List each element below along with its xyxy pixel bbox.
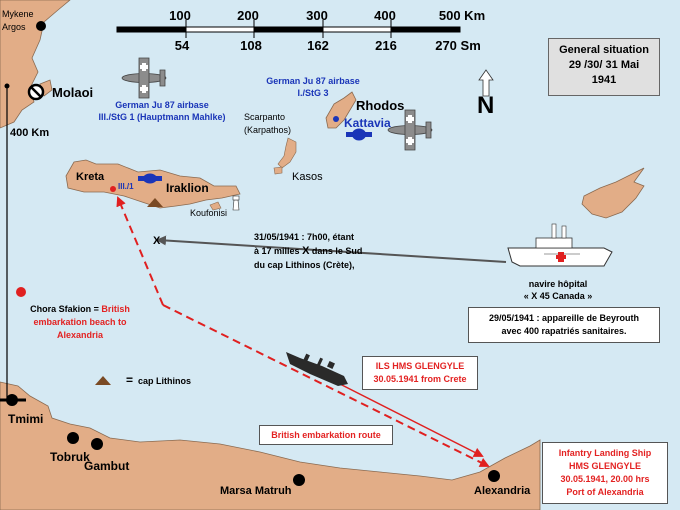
mykene-dot: [36, 21, 46, 31]
chora-line1: Chora Sfakion = British: [30, 304, 130, 314]
scale-km-5: 500 Km: [439, 8, 485, 23]
scale-sm-2: 108: [240, 38, 262, 53]
lighthouse-icon: [232, 195, 240, 211]
note-3105-line1: 31/05/1941 : 7h00, étant: [254, 232, 354, 242]
kattavia-dot: [333, 116, 339, 122]
ils-label-box: ILS HMS GLENGYLE 30.05.1941 from Crete: [362, 356, 478, 390]
molaoi-airfield-icon: [27, 83, 45, 101]
legend-label: cap Lithinos: [138, 376, 191, 386]
scale-sm-1: 54: [175, 38, 190, 53]
scale-sm-3: 162: [307, 38, 329, 53]
infantry-line4: Port of Alexandria: [566, 487, 644, 497]
tobruk-dot: [67, 432, 79, 444]
title-box: General situation 29 /30/ 31 Mai 1941: [548, 38, 660, 96]
crete-island: [65, 159, 241, 209]
alexandria-dot: [488, 470, 500, 482]
airbase-west-line2: III./StG 1 (Hauptmann Mahlke): [98, 112, 225, 122]
koufonisi-island: [209, 201, 222, 211]
label-kattavia: Kattavia: [344, 116, 391, 130]
ju87-plane-east-icon: [387, 109, 433, 151]
scale-bar: [116, 20, 461, 38]
infantry-line3: 30.05.1941, 20.00 hrs: [560, 474, 650, 484]
karpathos-island: [277, 137, 297, 169]
note-2905-line1: 29/05/1941 : appareille de Beyrouth: [488, 313, 640, 323]
scale-km-2: 200: [237, 8, 259, 23]
gambut-dot: [91, 438, 103, 450]
label-argos: Argos: [2, 22, 26, 32]
airbase-east-line1: German Ju 87 airbase: [266, 76, 360, 86]
route-label-box: British embarkation route: [259, 425, 393, 445]
title-line1: General situation: [559, 44, 649, 56]
chora-line3: Alexandria: [57, 330, 104, 340]
scale-km-4: 400: [374, 8, 396, 23]
hospital-ship-track: [156, 235, 507, 263]
marsa-matruh-dot: [293, 474, 305, 486]
note-3105-line3: du cap Lithinos (Crète),: [254, 260, 355, 270]
embarkation-route: [116, 196, 164, 306]
north-arrow-icon: [478, 69, 494, 97]
scale-sm-5: 270 Sm: [435, 38, 481, 53]
airfield-iraklion-icon: [138, 173, 162, 184]
british-beach-dot: [16, 287, 26, 297]
label-rhodos: Rhodos: [356, 98, 404, 113]
x-marker: X: [153, 235, 161, 247]
title-line3: 1941: [591, 74, 617, 86]
hospital-ship-line2: « X 45 Canada »: [524, 291, 593, 301]
cap-lithinos-marker: [147, 198, 163, 207]
hospital-ship-icon: [507, 223, 613, 267]
label-scarpanto: Scarpanto: [244, 112, 285, 122]
label-molaoi: Molaoi: [52, 85, 93, 100]
label-marsa-matruh: Marsa Matruh: [220, 485, 292, 497]
ils-line2: 30.05.1941 from Crete: [373, 374, 467, 384]
kasos-island: [273, 166, 283, 175]
note-3105-line2: à 17 milles X dans le Sud: [254, 245, 362, 257]
chora-line2: embarkation beach to: [33, 317, 127, 327]
departure-note-box: 29/05/1941 : appareille de Beyrouth avec…: [468, 307, 660, 343]
label-kasos: Kasos: [292, 171, 323, 183]
infantry-ship-box: Infantry Landing Ship HMS GLENGYLE 30.05…: [542, 442, 668, 504]
label-mykene: Mykene: [2, 9, 34, 19]
airfield-kattavia-icon: [346, 128, 372, 141]
scale-sm-4: 216: [375, 38, 397, 53]
ju87-plane-west-icon: [121, 57, 167, 99]
tmimi-airfield-icon: [0, 394, 26, 406]
greece-peloponnese: [0, 0, 71, 129]
label-karpathos: (Karpathos): [244, 125, 291, 135]
label-iraklion: Iraklion: [166, 181, 209, 195]
embarkation-route-south: [162, 304, 490, 467]
title-line2: 29 /30/ 31 Mai: [568, 59, 640, 71]
label-tobruk: Tobruk: [50, 450, 90, 464]
north-africa-coast: [0, 381, 541, 510]
glengyle-track: [335, 381, 484, 457]
label-alexandria: Alexandria: [474, 485, 531, 497]
scale-km-1: 100: [169, 8, 191, 23]
infantry-line1: Infantry Landing Ship: [558, 448, 652, 458]
route-label: British embarkation route: [271, 430, 381, 440]
cyprus-island: [581, 167, 645, 219]
airbase-east-line2: I./StG 3: [297, 88, 328, 98]
legend-eq: =: [126, 373, 133, 387]
note-2905-line2: avec 400 rapatriés sanitaires.: [501, 326, 627, 336]
chora-sfakion-dot: [110, 186, 116, 192]
ils-line1: ILS HMS GLENGYLE: [375, 361, 465, 371]
legend-cap-marker: [95, 376, 111, 385]
infantry-line2: HMS GLENGYLE: [568, 461, 641, 471]
hospital-ship-line1: navire hôpital: [529, 279, 588, 289]
label-unit: III./1: [118, 182, 134, 191]
glengyle-ship-icon: [286, 352, 348, 386]
airbase-west-line1: German Ju 87 airbase: [115, 100, 209, 110]
label-koufonisi: Koufonisi: [190, 208, 227, 218]
north-label: N: [477, 92, 494, 119]
label-distance: 400 Km: [10, 127, 49, 139]
label-tmimi: Tmimi: [8, 412, 43, 426]
scale-km-3: 300: [306, 8, 328, 23]
label-gambut: Gambut: [84, 459, 129, 473]
label-kreta: Kreta: [76, 171, 105, 183]
